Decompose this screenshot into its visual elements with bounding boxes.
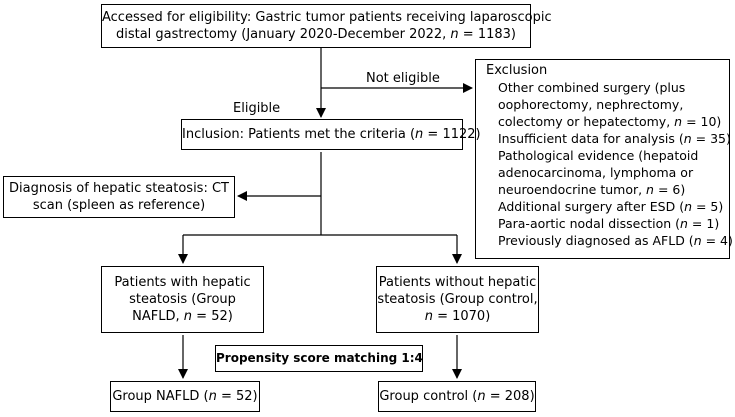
- group-control-label: Group control (: [379, 389, 478, 404]
- exclusion-box: Exclusion Other combined surgery (plus oo…: [475, 59, 733, 259]
- group-control-box: Group control (n = 208): [378, 381, 536, 412]
- psm-label: Propensity score matching 1:4: [216, 351, 423, 365]
- eligibility-line1: Accessed for eligibility: Gastric tumor …: [102, 10, 552, 25]
- eligible-label: Eligible: [233, 101, 281, 116]
- exclusion-item-line: neuroendocrine tumor, n = 6): [498, 182, 686, 197]
- no-steatosis-box: Patients without hepatic steatosis (Grou…: [376, 266, 539, 333]
- no-steatosis-count: = 1070): [432, 309, 491, 324]
- diagnosis-line1: Diagnosis of hepatic steatosis: CT: [8, 181, 229, 196]
- n-symbol: n: [208, 389, 217, 404]
- n-symbol: n: [415, 127, 424, 142]
- group-nafld-label: Group NAFLD (: [112, 389, 209, 404]
- diagnosis-box: Diagnosis of hepatic steatosis: CT scan …: [3, 176, 235, 218]
- inclusion-box: Inclusion: Patients met the criteria (n …: [181, 119, 481, 150]
- group-control-count: = 208): [485, 389, 535, 404]
- exclusion-item-line: Other combined surgery (plus: [498, 80, 686, 95]
- n-symbol: n: [680, 216, 688, 231]
- not-eligible-label: Not eligible: [366, 71, 440, 86]
- no-steatosis-line1: Patients without hepatic: [378, 275, 537, 290]
- steatosis-line3: NAFLD,: [132, 309, 184, 324]
- exclusion-item-line: adenocarcinoma, lymphoma or: [498, 165, 694, 180]
- exclusion-title: Exclusion: [486, 63, 548, 78]
- exclusion-item-line: Pathological evidence (hepatoid: [498, 148, 699, 163]
- group-nafld-count: = 52): [216, 389, 258, 404]
- n-symbol: n: [450, 27, 459, 42]
- exclusion-item-line: colectomy or hepatectomy, n = 10): [498, 114, 722, 129]
- exclusion-item-line: Previously diagnosed as AFLD (n = 4): [498, 233, 733, 248]
- n-symbol: n: [183, 309, 193, 324]
- steatosis-line2: steatosis (Group: [129, 292, 236, 307]
- n-symbol: n: [424, 309, 433, 324]
- n-symbol: n: [477, 389, 486, 404]
- exclusion-item-line: oophorectomy, nephrectomy,: [498, 97, 684, 112]
- n-symbol: n: [683, 131, 692, 146]
- exclusion-item-line: Insufficient data for analysis (n = 35): [498, 131, 731, 146]
- steatosis-count: = 52): [192, 309, 233, 324]
- diagnosis-line2: scan (spleen as reference): [32, 198, 206, 213]
- psm-box: Propensity score matching 1:4: [215, 345, 423, 372]
- n-symbol: n: [674, 114, 683, 129]
- n-symbol: n: [693, 233, 702, 248]
- eligibility-line2: distal gastrectomy (January 2020-Decembe…: [115, 27, 451, 42]
- exclusion-item-line: Additional surgery after ESD (n = 5): [498, 199, 724, 214]
- exclusion-item-line: Para-aortic nodal dissection (n = 1): [498, 216, 720, 231]
- n-symbol: n: [684, 199, 693, 214]
- eligibility-box: Accessed for eligibility: Gastric tumor …: [101, 4, 552, 48]
- inclusion-count: = 1122): [423, 127, 481, 142]
- steatosis-box: Patients with hepatic steatosis (Group N…: [101, 266, 264, 333]
- group-nafld-box: Group NAFLD (n = 52): [110, 381, 260, 412]
- eligibility-count: = 1183): [458, 27, 516, 42]
- no-steatosis-line2: steatosis (Group control,: [377, 292, 538, 307]
- steatosis-line1: Patients with hepatic: [114, 275, 251, 290]
- n-symbol: n: [646, 182, 654, 197]
- inclusion-text: Inclusion: Patients met the criteria (: [182, 127, 416, 142]
